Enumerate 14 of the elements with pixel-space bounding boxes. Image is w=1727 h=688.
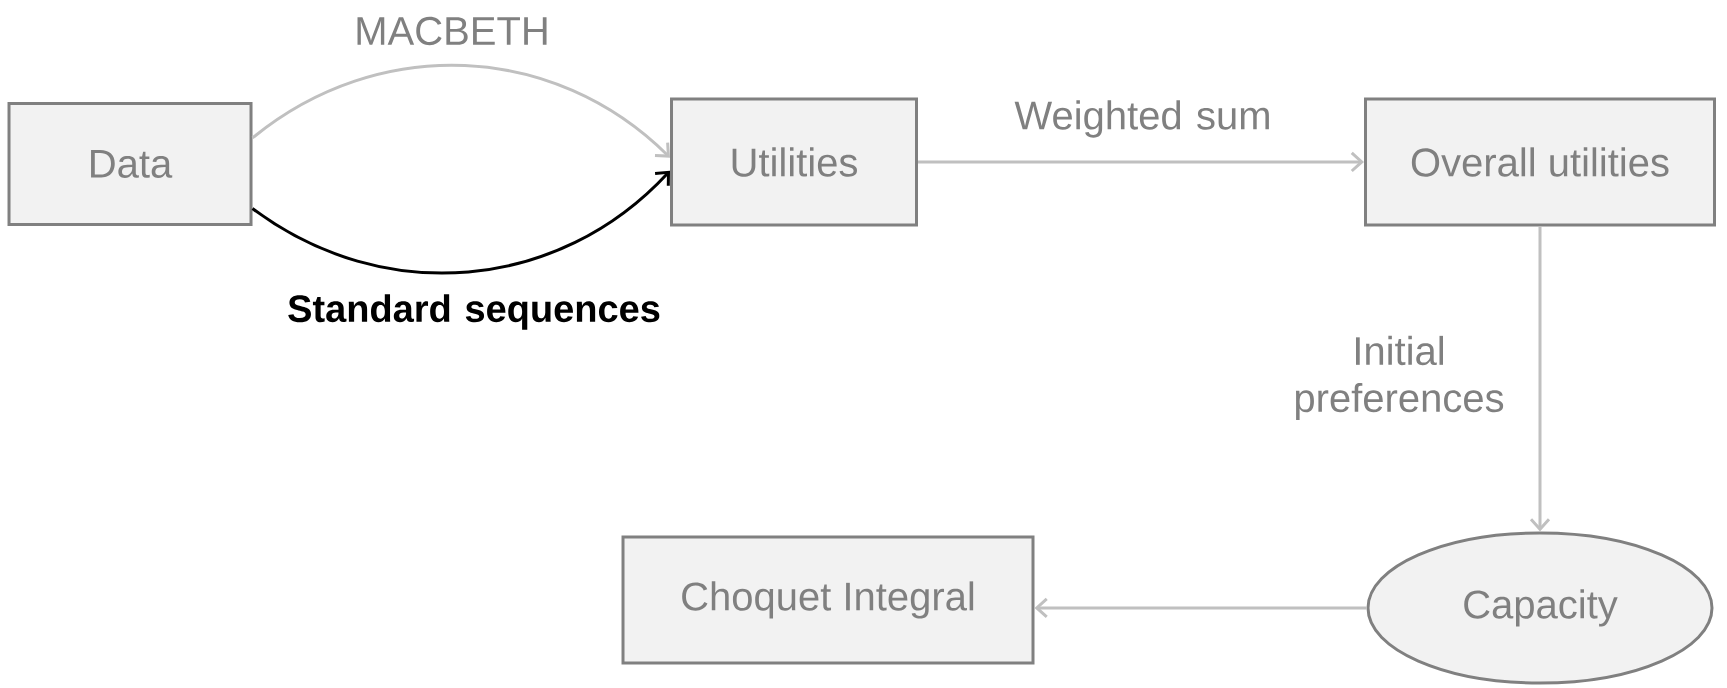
edge-label: Weighted sum bbox=[1014, 100, 1269, 138]
arrow bbox=[251, 64, 670, 158]
ellipse-node: Capacity bbox=[1366, 531, 1714, 685]
arrow bbox=[1034, 597, 1367, 619]
edge-label: MACBETH bbox=[357, 16, 547, 46]
edge-label: Initial preferences bbox=[1295, 335, 1504, 421]
edge-label: Standard sequences bbox=[288, 294, 660, 330]
arrow bbox=[1529, 226, 1551, 532]
process-box: Data bbox=[7, 102, 253, 226]
process-box: Overall utilities bbox=[1364, 97, 1716, 227]
process-box: Utilities bbox=[670, 97, 918, 227]
arrow bbox=[918, 151, 1364, 173]
process-box: Choquet Integral bbox=[621, 535, 1035, 665]
arrow bbox=[251, 170, 670, 275]
